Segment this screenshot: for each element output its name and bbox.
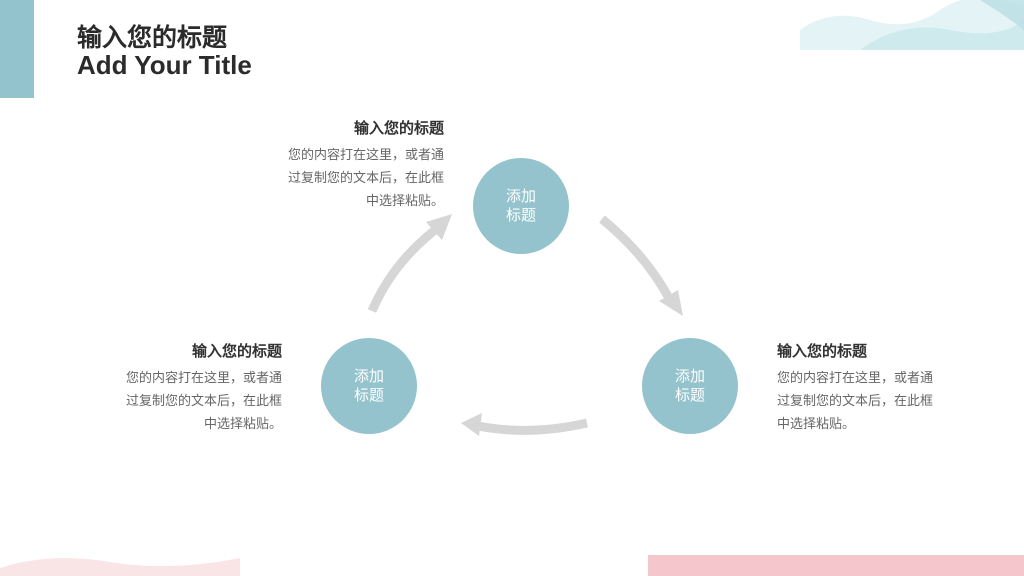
block-text-line3: 中选择粘贴。 (203, 417, 282, 432)
block-text-line3: 中选择粘贴。 (365, 194, 444, 209)
watercolor-decoration-top (800, 0, 1024, 50)
block-text-line1: 您的内容打在这里，或者通 (777, 371, 934, 386)
block-text-line1: 您的内容打在这里，或者通 (125, 371, 282, 386)
text-block-right: 输入您的标题 您的内容打在这里，或者通 过复制您的文本后，在此框 中选择粘贴。 (777, 340, 977, 436)
arrowhead-top (426, 214, 452, 240)
accent-bar (0, 0, 34, 98)
page-title-cn: 输入您的标题 (77, 23, 228, 52)
block-text-line1: 您的内容打在这里，或者通 (287, 148, 444, 163)
node-label-line2: 标题 (505, 206, 536, 224)
arrow-left-to-top (367, 226, 438, 313)
block-title: 输入您的标题 (191, 342, 282, 360)
cycle-node-left: 添加 标题 (321, 338, 417, 434)
text-block-top: 输入您的标题 您的内容打在这里，或者通 过复制您的文本后，在此框 中选择粘贴。 (244, 117, 444, 213)
cycle-node-top: 添加 标题 (473, 158, 569, 254)
page-title-en: Add Your Title (77, 50, 252, 80)
block-text-line3: 中选择粘贴。 (777, 417, 856, 432)
block-text-line2: 过复制您的文本后，在此框 (125, 394, 282, 409)
pink-footer-bar (648, 555, 1024, 576)
text-block-left: 输入您的标题 您的内容打在这里，或者通 过复制您的文本后，在此框 中选择粘贴。 (82, 340, 282, 436)
node-label-line2: 标题 (674, 386, 705, 404)
block-text-line2: 过复制您的文本后，在此框 (287, 171, 444, 186)
cycle-node-right: 添加 标题 (642, 338, 738, 434)
watercolor-decoration-bottom (0, 558, 240, 576)
node-label-line2: 标题 (353, 386, 384, 404)
arrowhead-left (461, 413, 482, 436)
arrow-top-to-right (599, 215, 674, 303)
arrowhead-right (659, 290, 683, 316)
node-label-line1: 添加 (674, 367, 705, 385)
node-label-line1: 添加 (353, 367, 384, 385)
block-title: 输入您的标题 (353, 119, 444, 137)
block-text-line2: 过复制您的文本后，在此框 (777, 394, 934, 409)
arrow-right-to-left (477, 418, 588, 435)
node-label-line1: 添加 (505, 187, 536, 205)
block-title: 输入您的标题 (777, 342, 868, 360)
